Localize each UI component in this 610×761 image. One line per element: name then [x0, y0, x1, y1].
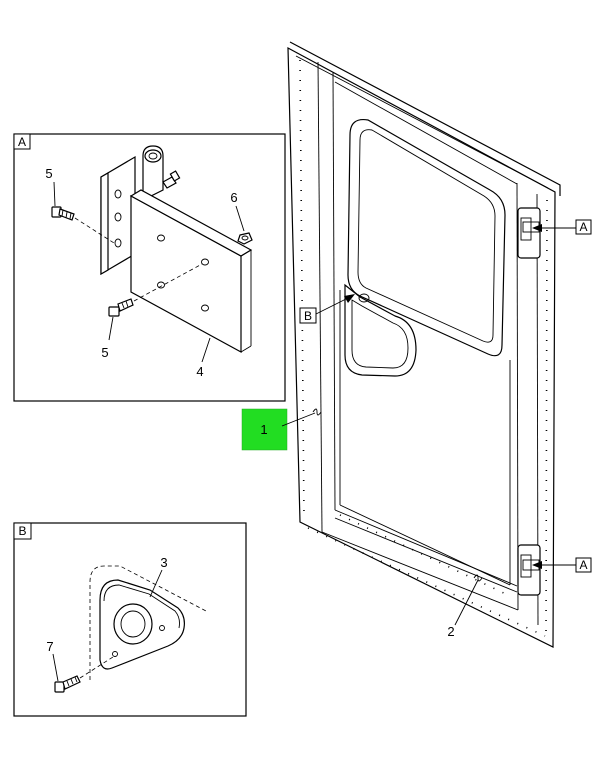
screw-5-bottom: [108, 263, 203, 341]
part-6-label: 6: [230, 190, 237, 205]
upper-hinge: [517, 207, 541, 259]
view-a: A: [13, 133, 286, 402]
callout-b-box: [299, 307, 317, 324]
view-b: B 3 7: [13, 522, 247, 717]
view-a-tag-label: A: [18, 135, 26, 149]
view-b-tag-label: B: [18, 524, 26, 538]
callout-b-label: B: [304, 309, 312, 323]
part-1-highlight[interactable]: [241, 408, 288, 451]
screw-5-top: [51, 181, 115, 244]
lower-hinge: [517, 544, 541, 596]
view-b-tag: [13, 522, 32, 540]
part-2-label: 2: [447, 624, 454, 639]
part-4-label: 4: [196, 364, 203, 379]
part-5-top-label: 5: [45, 166, 52, 181]
part-1-label: 1: [260, 422, 267, 437]
part-3-label: 3: [160, 555, 167, 570]
callout-a-bottom-label: A: [579, 558, 587, 572]
nut-6: [235, 205, 253, 245]
latch-plate: [99, 569, 185, 670]
callout-a-top-box: [575, 219, 592, 235]
callout-a-top-label: A: [579, 220, 587, 234]
callout-a-bottom-box: [575, 557, 592, 573]
part-5-bottom-label: 5: [101, 345, 108, 360]
door-assembly: [287, 41, 561, 648]
part-7-label: 7: [46, 639, 53, 654]
view-a-tag: [13, 133, 31, 150]
screw-7: [52, 653, 114, 693]
hinge-bracket: [100, 145, 253, 354]
